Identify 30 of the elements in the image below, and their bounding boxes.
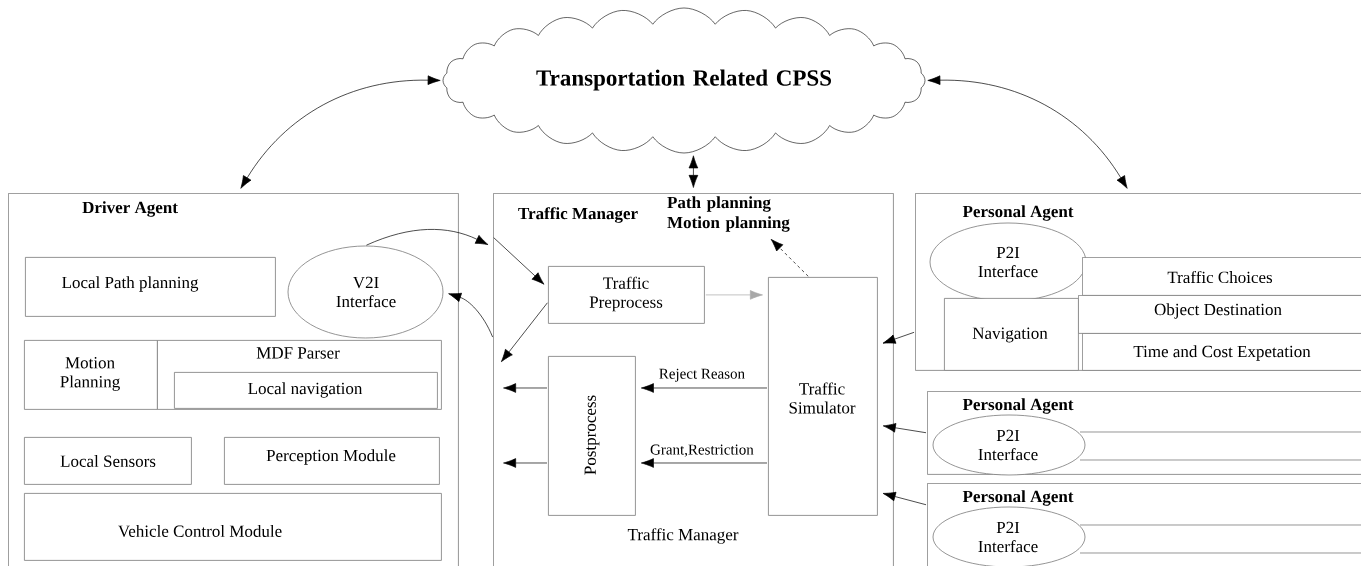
arrow [366,229,489,246]
arrow [927,75,1128,189]
module-box: Perception Module [224,437,440,485]
arrow [448,292,493,338]
arrow [882,423,927,434]
module-box: Local Path planning [25,257,276,317]
arrow [640,383,768,393]
module-box: Local Sensors [24,437,192,485]
module-box: Local navigation [174,372,438,409]
module-box: Navigation [944,298,1079,371]
annotation-text: Path planning Motion planning [667,196,790,232]
arrow [640,458,768,468]
arrow [493,237,545,285]
arrow [770,238,809,277]
module-box: Vehicle Control Module [24,493,442,561]
arrow [882,491,927,506]
arrow [240,75,441,189]
module-box: Motion Planning [24,340,158,410]
module-box: Time and Cost Expetation [1082,333,1361,371]
arrow [688,155,699,188]
arrow [503,458,548,468]
arrow [503,383,548,393]
module-box: Postprocess [548,356,636,516]
module-box: Object Destination [1078,295,1361,334]
module-box: Traffic Choices [1082,257,1361,296]
arrow [705,290,763,300]
module-box: Traffic Preprocess [548,266,705,324]
module-box: Traffic Simulator [768,277,878,516]
arrow [882,331,915,344]
arrow [501,302,548,362]
